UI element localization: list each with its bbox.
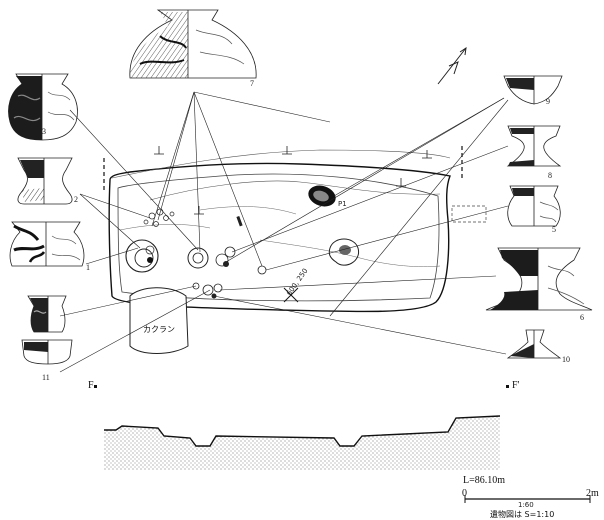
scale-max: 2m bbox=[586, 488, 599, 499]
vessel-9: 9 bbox=[503, 75, 563, 106]
vessel-number-8: 8 bbox=[548, 171, 552, 180]
vessel-5: 5 bbox=[507, 185, 561, 234]
coordinate-label: 600, 250 bbox=[285, 267, 309, 297]
disturbance-area: カクラン bbox=[129, 287, 189, 354]
vessel-number-9: 9 bbox=[546, 97, 550, 106]
pit-label: P1 bbox=[338, 200, 347, 208]
leader-lines bbox=[59, 91, 509, 373]
vessel-number-7: 7 bbox=[250, 79, 254, 88]
vessel-number-5: 5 bbox=[552, 225, 556, 234]
vessel-11: 11 bbox=[21, 339, 73, 382]
north-arrow bbox=[437, 46, 467, 85]
pit-large bbox=[125, 239, 159, 273]
vessel-number-1: 1 bbox=[86, 263, 90, 272]
section-label-left: F bbox=[88, 380, 94, 391]
vessel-2: 2 bbox=[17, 157, 78, 205]
vessel-1: 1 bbox=[9, 221, 90, 272]
scale-ratio: 1:60 bbox=[518, 501, 534, 509]
disturbance-label: カクラン bbox=[143, 325, 175, 334]
vessel-number-11: 11 bbox=[42, 373, 50, 382]
vessel-4: 4 bbox=[27, 295, 67, 333]
vessel-6: 6 bbox=[485, 247, 593, 322]
cross-section bbox=[104, 415, 501, 470]
vessel-8: 8 bbox=[506, 125, 562, 180]
vessel-number-6: 6 bbox=[580, 313, 584, 322]
artifact-scale-note: 遺物図は S=1:10 bbox=[490, 509, 554, 519]
vessel-number-10: 10 bbox=[562, 355, 570, 364]
scale-bar: L=86.10m 0 2m 1:60 遺物図は S=1:10 bbox=[462, 475, 599, 519]
vessel-10: 10 bbox=[506, 329, 570, 364]
vessel-3: 3 bbox=[8, 73, 78, 141]
vessel-number-2: 2 bbox=[74, 195, 78, 204]
level-label: L=86.10m bbox=[463, 475, 505, 486]
scale-zero: 0 bbox=[462, 488, 467, 499]
pit-right bbox=[328, 238, 360, 266]
vessel-number-4: 4 bbox=[44, 319, 48, 328]
vessel-number-3: 3 bbox=[42, 127, 46, 136]
grid-point: 600, 250 bbox=[283, 267, 310, 303]
pit-plan: P1 カクラン bbox=[103, 146, 487, 354]
section-label-right: F' bbox=[512, 380, 520, 391]
vessel-7: 7 bbox=[129, 9, 257, 88]
